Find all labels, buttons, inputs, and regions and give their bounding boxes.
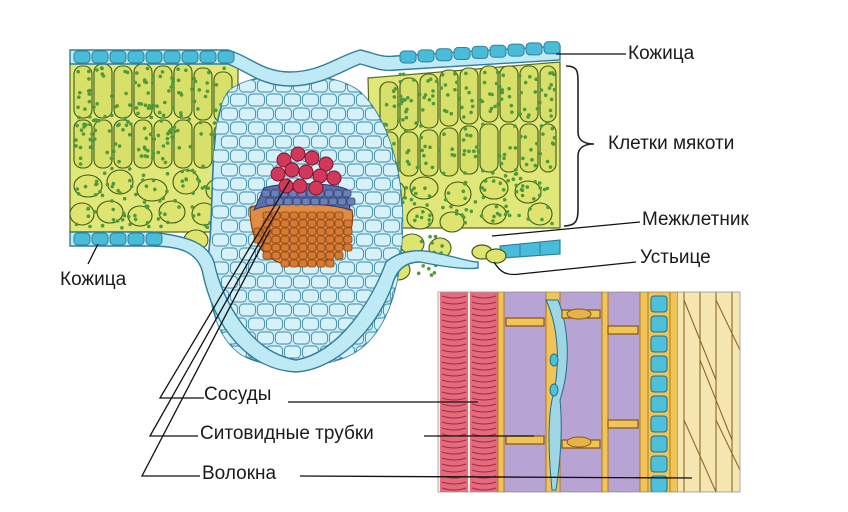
leader-skin-bottom [87,243,99,265]
label-stoma: Устьице [640,247,711,268]
leader-stoma [493,261,637,276]
fiber-cells [253,211,353,268]
label-sieve-tubes: Ситовидные трубки [200,423,374,444]
label-skin-bottom: Кожица [60,269,127,290]
label-fibers: Волокна [202,463,277,484]
leader-intercellular [491,221,641,237]
vessel-cells [270,146,342,196]
label-intercellular: Межклетник [642,209,749,230]
lower-epidermis [69,231,561,373]
label-skin-top: Кожица [628,43,695,64]
fiber-strip [678,292,740,492]
stoma-guard-cells [471,244,507,264]
mesophyll-brace [563,65,595,227]
label-vessels: Сосуды [204,384,272,405]
leader-lines [87,53,693,479]
label-mesophyll: Клетки мякоти [608,133,735,154]
longitudinal-detail-panel [438,292,740,492]
leader-vessels [158,179,478,403]
leader-fibers [140,229,693,479]
upper-epidermis [69,41,561,87]
leader-sieve-tubes [148,205,534,437]
palisade-cells-right [379,65,557,177]
